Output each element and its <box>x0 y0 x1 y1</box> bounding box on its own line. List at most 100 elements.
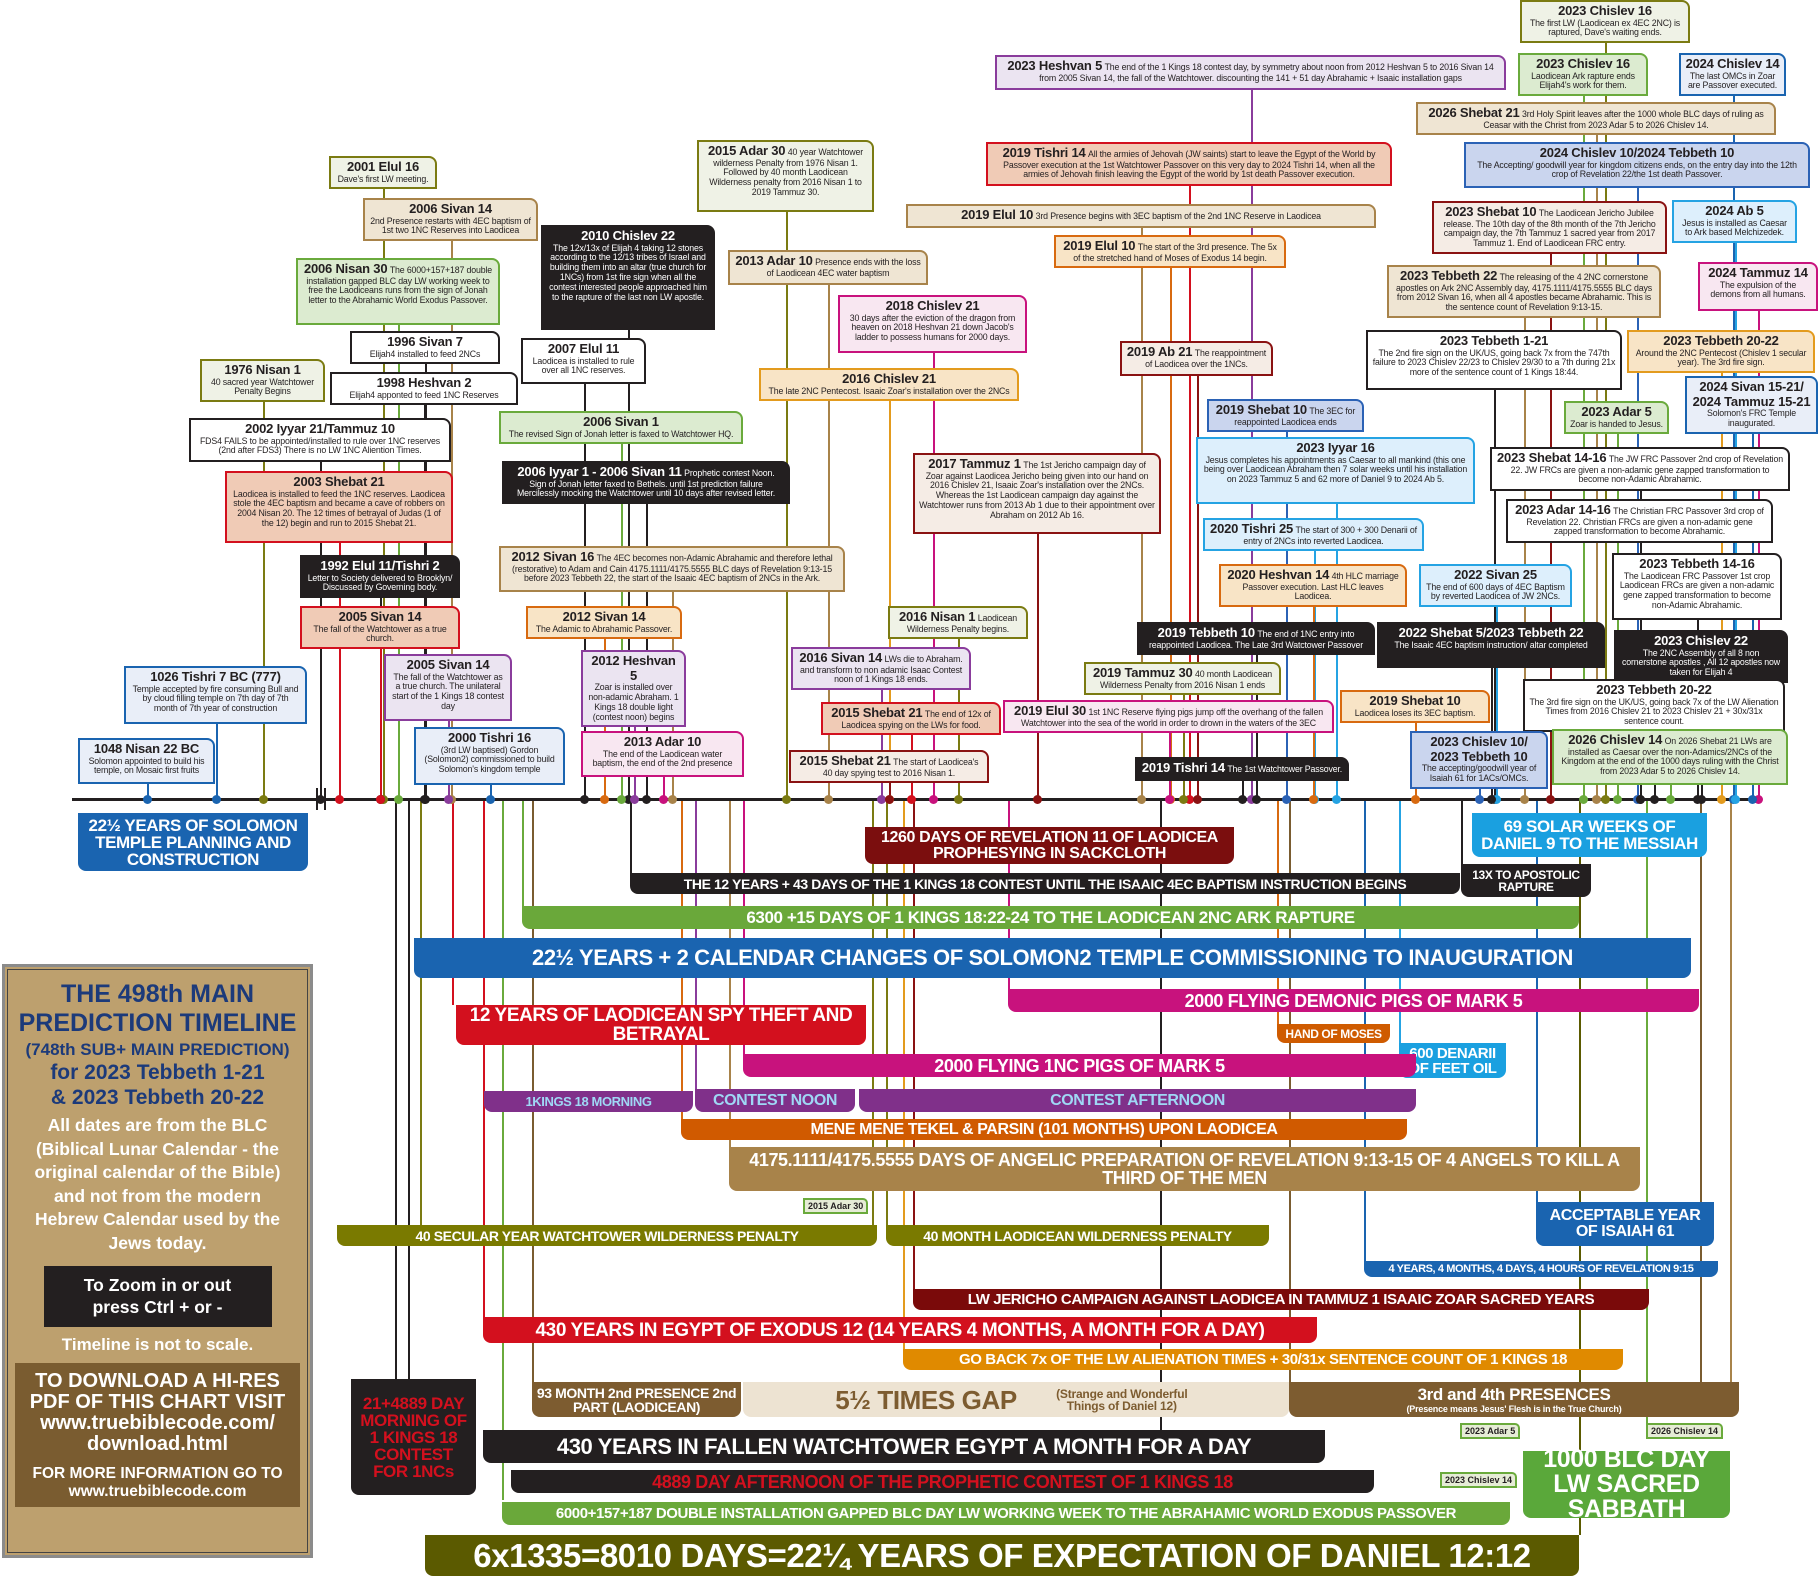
period-bar-label: LW JERICHO CAMPAIGN AGAINST LAODICEA IN … <box>967 1291 1595 1308</box>
timeline-event-marker[interactable] <box>1579 795 1588 804</box>
event-date: 2023 Chislev 16 <box>1536 56 1630 71</box>
timeline-event-marker[interactable] <box>1731 795 1740 804</box>
timeline-event-marker[interactable] <box>444 795 453 804</box>
event-callout: 2026 Shebat 21 3rd Holy Spirit leaves af… <box>1416 102 1776 136</box>
event-date: 2006 Iyyar 1 - 2006 Sivan 11 <box>517 464 682 479</box>
event-date: 2022 Sivan 25 <box>1454 567 1537 582</box>
period-bar-label: 600 DENARII OF FEET OIL <box>1408 1044 1497 1077</box>
period-bar: GO BACK 7x OF THE LW ALIENATION TIMES + … <box>903 1349 1623 1370</box>
timeline-event-marker[interactable] <box>1282 795 1291 804</box>
timeline-event-marker[interactable] <box>1411 795 1420 804</box>
timeline-event-marker[interactable] <box>1592 795 1601 804</box>
event-date: 2006 Sivan 14 <box>409 201 492 216</box>
event-description: LWs die to Abraham. and transform to non… <box>799 654 963 685</box>
event-description: The start of the 3rd presence. The 5x of… <box>1073 242 1277 263</box>
timeline-event-marker[interactable] <box>1636 795 1645 804</box>
download-link-text[interactable]: TO DOWNLOAD A HI-RES PDF OF THIS CHART V… <box>29 1370 286 1456</box>
timeline-event-marker[interactable] <box>824 795 833 804</box>
timeline-event-marker[interactable] <box>1165 795 1174 804</box>
timeline-event-marker[interactable] <box>1487 795 1496 804</box>
period-bar-label: 2000 FLYING 1NC PIGS OF MARK 5 <box>934 1055 1225 1076</box>
timeline-event-marker[interactable] <box>1601 795 1610 804</box>
timeline-event-marker[interactable] <box>929 795 938 804</box>
event-connector-line <box>1170 265 1172 799</box>
event-description: The first LW (Laodicean ex 4EC 2NC) is r… <box>1529 17 1681 38</box>
timeline-event-marker[interactable] <box>1754 795 1763 804</box>
timeline-event-marker[interactable] <box>1193 795 1202 804</box>
timeline-event-marker[interactable] <box>420 795 429 804</box>
timeline-event-marker[interactable] <box>316 795 325 804</box>
timeline-event-marker[interactable] <box>1613 795 1622 804</box>
timeline-event-marker[interactable] <box>907 795 916 804</box>
period-connector-line <box>483 800 485 1320</box>
event-date: 2019 Elul 10 <box>1063 238 1136 253</box>
timeline-event-marker[interactable] <box>1650 795 1659 804</box>
timeline-event-marker[interactable] <box>143 795 152 804</box>
timeline-event-marker[interactable] <box>1748 795 1757 804</box>
timeline-event-marker[interactable] <box>394 795 403 804</box>
event-callout: 2023 Tebbeth 22 The releasing of the 4 2… <box>1387 265 1661 319</box>
event-date: 2013 Adar 10 <box>735 253 813 268</box>
period-bar: 40 MONTH LAODICEAN WILDERNESS PENALTY <box>886 1225 1269 1246</box>
timeline-event-marker[interactable] <box>580 795 589 804</box>
timeline-event-marker[interactable] <box>486 795 495 804</box>
timeline-event-marker[interactable] <box>659 795 668 804</box>
timeline-event-marker[interactable] <box>782 795 791 804</box>
timeline-event-marker[interactable] <box>1137 795 1146 804</box>
event-callout: 2015 Shebat 21 The end of 12x of Laodice… <box>821 702 1001 736</box>
timeline-event-marker[interactable] <box>1697 795 1706 804</box>
timeline-event-marker[interactable] <box>1717 795 1726 804</box>
timeline-event-marker[interactable] <box>1309 795 1318 804</box>
event-callout: 2020 Tishri 25 The start of 300 + 300 De… <box>1203 518 1424 552</box>
event-date: 2019 Tammuz 30 <box>1092 665 1193 680</box>
event-date: 2015 Shebat 21 <box>799 753 891 768</box>
timeline-event-marker[interactable] <box>212 795 221 804</box>
event-date: 2012 Sivan 16 <box>511 549 595 564</box>
timeline-event-marker[interactable] <box>617 795 626 804</box>
timeline-event-marker[interactable] <box>885 795 894 804</box>
timeline-event-marker[interactable] <box>630 795 639 804</box>
timeline-event-marker[interactable] <box>1520 795 1529 804</box>
timeline-event-marker[interactable] <box>624 795 633 804</box>
timeline-event-marker[interactable] <box>259 795 268 804</box>
event-description: Zoar is installed over non-adamic Abraha… <box>588 682 679 722</box>
timeline-event-marker[interactable] <box>1033 795 1042 804</box>
event-date: 2019 Elul 10 <box>961 207 1034 222</box>
timeline-event-marker[interactable] <box>1546 795 1555 804</box>
timeline-event-marker[interactable] <box>668 795 677 804</box>
event-date: 2023 Chislev 22 <box>1654 633 1748 648</box>
event-description: The 2NC Assembly of all 8 non cornerston… <box>1621 647 1780 678</box>
timeline-event-marker[interactable] <box>1332 795 1341 804</box>
period-bar: 69 SOLAR WEEKS OF DANIEL 9 TO THE MESSIA… <box>1472 813 1707 857</box>
event-date: 1048 Nisan 22 BC <box>93 741 200 756</box>
timeline-event-marker[interactable] <box>1252 795 1261 804</box>
period-bar: 4175.1111/4175.5555 DAYS OF ANGELIC PREP… <box>729 1147 1640 1191</box>
event-connector-line <box>1183 692 1185 799</box>
timeline-event-marker[interactable] <box>1666 795 1675 804</box>
timeline-event-marker[interactable] <box>1247 795 1256 804</box>
timeline-event-marker[interactable] <box>954 795 963 804</box>
timeline-event-marker[interactable] <box>1185 795 1194 804</box>
period-bar-label: MENE MENE TEKEL & PARSIN (101 MONTHS) UP… <box>810 1120 1278 1138</box>
period-connector-line <box>502 800 504 1500</box>
timeline-event-marker[interactable] <box>1475 795 1484 804</box>
timeline-event-marker[interactable] <box>600 795 609 804</box>
timeline-event-marker[interactable] <box>642 795 651 804</box>
timeline-event-marker[interactable] <box>335 795 344 804</box>
timeline-event-marker[interactable] <box>376 795 385 804</box>
timeline-event-marker[interactable] <box>1179 795 1188 804</box>
info-panel: THE 498th MAIN PREDICTION TIMELINE (748t… <box>2 964 313 1558</box>
more-info-link-text[interactable]: FOR MORE INFORMATION GO TO www.truebible… <box>32 1465 283 1500</box>
timeline-event-marker[interactable] <box>1492 795 1501 804</box>
date-tag: 2023 Chislev 14 <box>1440 1472 1518 1488</box>
timeline-event-marker[interactable] <box>1238 795 1247 804</box>
event-date: 2024 Tammuz 14 <box>1708 265 1808 280</box>
period-connector-line <box>1700 800 1702 1385</box>
timeline-event-marker[interactable] <box>877 795 886 804</box>
event-date: 2023 Chislev 10/ 2023 Tebbeth 10 <box>1430 734 1528 764</box>
